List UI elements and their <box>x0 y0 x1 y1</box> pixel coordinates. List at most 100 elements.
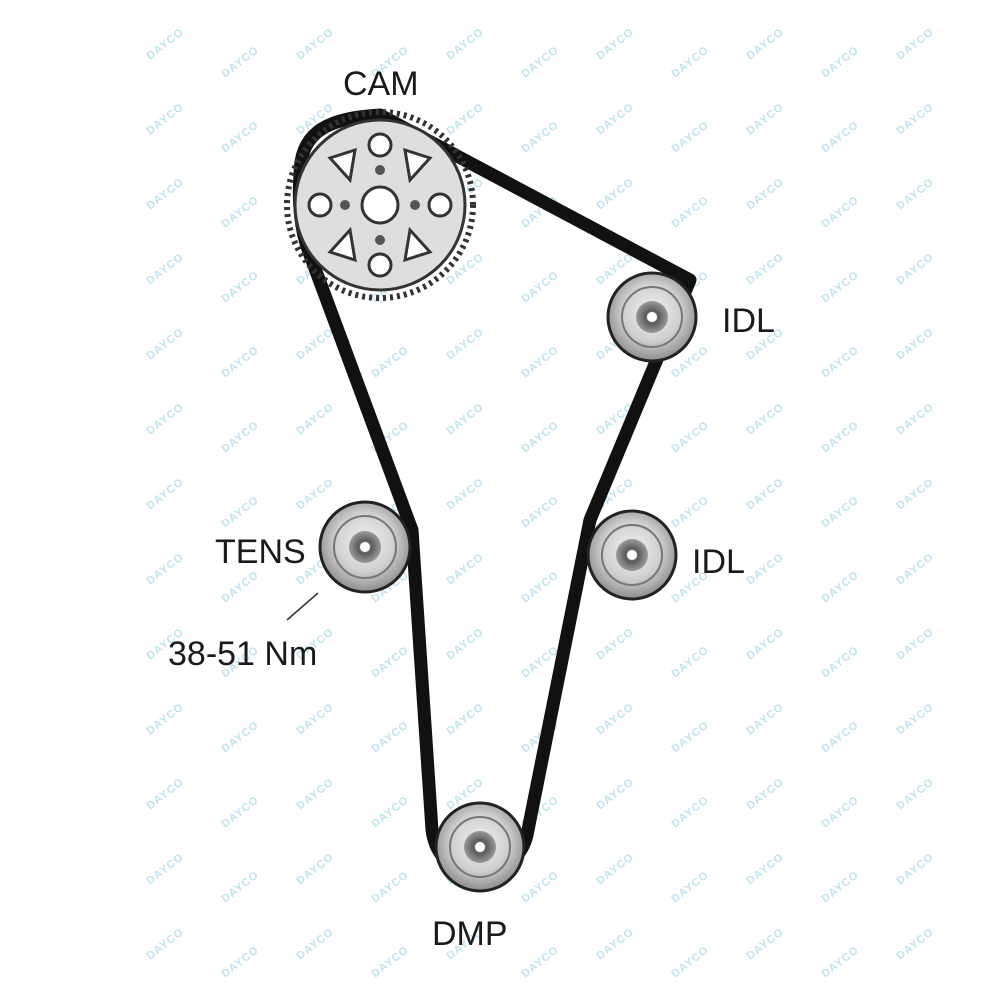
watermark-text: DAYCO <box>144 251 186 287</box>
watermark-text: DAYCO <box>219 719 261 755</box>
watermark-text: DAYCO <box>819 794 861 830</box>
watermark-text: DAYCO <box>219 419 261 455</box>
watermark-text: DAYCO <box>219 869 261 905</box>
watermark-text: DAYCO <box>744 926 786 962</box>
watermark-text: DAYCO <box>594 701 636 737</box>
watermark-text: DAYCO <box>519 944 561 980</box>
watermark-text: DAYCO <box>144 926 186 962</box>
watermark-text: DAYCO <box>294 26 336 62</box>
watermark-text: DAYCO <box>294 776 336 812</box>
watermark-text: DAYCO <box>669 119 711 155</box>
dayco-watermark: DAYCO DAYCO DAYCO DAYCO DAYCO DAYCO DAYCO DAYCO… <box>144 26 936 980</box>
watermark-text: DAYCO <box>819 494 861 530</box>
watermark-text: DAYCO <box>369 344 411 380</box>
watermark-text: DAYCO <box>144 476 186 512</box>
watermark-text: DAYCO <box>894 26 936 62</box>
watermark-text: DAYCO <box>144 401 186 437</box>
watermark-text: DAYCO <box>894 776 936 812</box>
watermark-text: DAYCO <box>519 344 561 380</box>
cam-label: CAM <box>343 65 419 103</box>
watermark-text: DAYCO <box>744 476 786 512</box>
watermark-text: DAYCO <box>444 551 486 587</box>
watermark-text: DAYCO <box>444 251 486 287</box>
watermark-text: DAYCO <box>819 119 861 155</box>
watermark-text: DAYCO <box>744 776 786 812</box>
watermark-text: DAYCO <box>819 44 861 80</box>
watermark-text: DAYCO <box>669 944 711 980</box>
watermark-text: DAYCO <box>744 551 786 587</box>
watermark-text: DAYCO <box>819 944 861 980</box>
watermark-text: DAYCO <box>594 26 636 62</box>
cam-sprocket <box>284 109 476 301</box>
watermark-text: DAYCO <box>294 401 336 437</box>
torque-label: 38-51 Nm <box>168 635 317 673</box>
tensioner-label: TENS <box>215 533 306 571</box>
watermark-text: DAYCO <box>219 569 261 605</box>
watermark-text: DAYCO <box>819 269 861 305</box>
watermark-text: DAYCO <box>894 101 936 137</box>
watermark-text: DAYCO <box>519 494 561 530</box>
watermark-text: DAYCO <box>744 176 786 212</box>
watermark-text: DAYCO <box>369 719 411 755</box>
watermark-text: DAYCO <box>369 869 411 905</box>
watermark-text: DAYCO <box>219 119 261 155</box>
watermark-text: DAYCO <box>594 851 636 887</box>
watermark-text: DAYCO <box>744 626 786 662</box>
watermark-text: DAYCO <box>594 101 636 137</box>
idler-pulley-top <box>606 271 698 363</box>
watermark-text: DAYCO <box>144 851 186 887</box>
watermark-text: DAYCO <box>594 176 636 212</box>
watermark-text: DAYCO <box>219 269 261 305</box>
watermark-text: DAYCO <box>894 701 936 737</box>
watermark-text: DAYCO <box>219 194 261 230</box>
torque-leader-line <box>286 592 319 621</box>
watermark-text: DAYCO <box>744 251 786 287</box>
watermark-text: DAYCO <box>744 26 786 62</box>
watermark-text: DAYCO <box>669 794 711 830</box>
watermark-text: DAYCO <box>294 326 336 362</box>
watermark-text: DAYCO <box>669 644 711 680</box>
idler-top-label: IDL <box>722 302 775 340</box>
watermark-text: DAYCO <box>444 101 486 137</box>
watermark-text: DAYCO <box>294 926 336 962</box>
tensioner-pulley <box>318 500 412 594</box>
watermark-text: DAYCO <box>819 869 861 905</box>
watermark-text: DAYCO <box>819 644 861 680</box>
watermark-text: DAYCO <box>894 401 936 437</box>
watermark-text: DAYCO <box>594 776 636 812</box>
damper-pulley <box>434 801 526 893</box>
watermark-text: DAYCO <box>519 869 561 905</box>
watermark-text: DAYCO <box>744 101 786 137</box>
watermark-text: DAYCO <box>744 851 786 887</box>
watermark-text: DAYCO <box>669 194 711 230</box>
watermark-text: DAYCO <box>294 476 336 512</box>
watermark-text: DAYCO <box>219 494 261 530</box>
watermark-text: DAYCO <box>894 251 936 287</box>
watermark-text: DAYCO <box>894 476 936 512</box>
watermark-text: DAYCO <box>819 719 861 755</box>
watermark-text: DAYCO <box>144 776 186 812</box>
watermark-text: DAYCO <box>819 344 861 380</box>
damper-label: DMP <box>432 915 508 953</box>
watermark-text: DAYCO <box>894 851 936 887</box>
watermark-text: DAYCO <box>519 419 561 455</box>
watermark-text: DAYCO <box>819 194 861 230</box>
watermark-text: DAYCO <box>819 569 861 605</box>
watermark-text: DAYCO <box>894 926 936 962</box>
watermark-text: DAYCO <box>519 119 561 155</box>
watermark-text: DAYCO <box>369 794 411 830</box>
watermark-text: DAYCO <box>219 944 261 980</box>
watermark-text: DAYCO <box>219 44 261 80</box>
watermark-text: DAYCO <box>144 101 186 137</box>
idler-middle-label: IDL <box>692 543 745 581</box>
watermark-text: DAYCO <box>369 944 411 980</box>
watermark-text: DAYCO <box>594 926 636 962</box>
watermark-text: DAYCO <box>819 419 861 455</box>
watermark-text: DAYCO <box>894 626 936 662</box>
watermark-text: DAYCO <box>144 26 186 62</box>
watermark-text: DAYCO <box>294 851 336 887</box>
watermark-text: DAYCO <box>519 44 561 80</box>
watermark-text: DAYCO <box>144 176 186 212</box>
watermark-text: DAYCO <box>594 626 636 662</box>
